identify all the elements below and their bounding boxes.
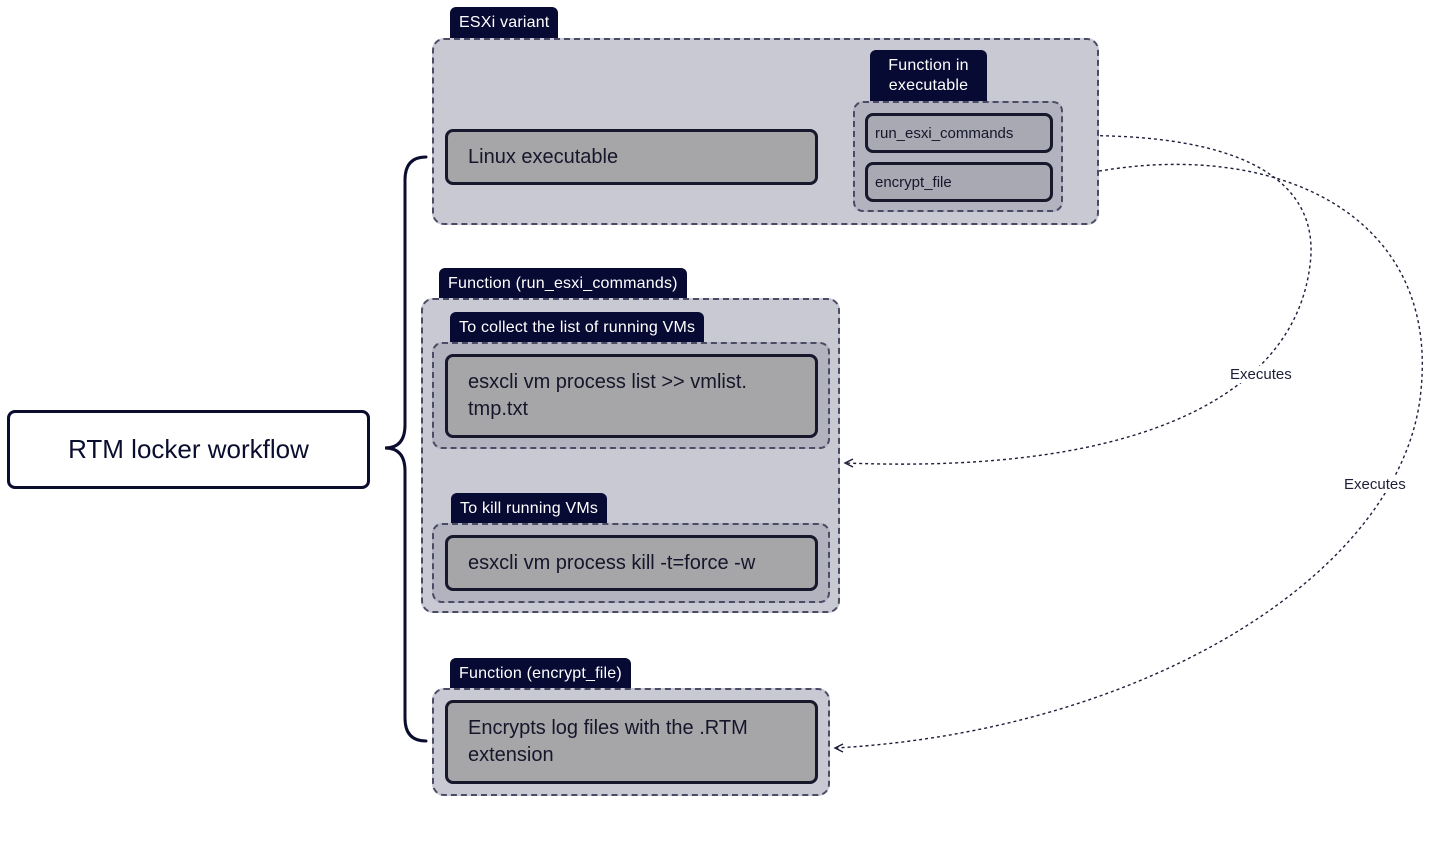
encrypt-file-tab: Function (encrypt_file) bbox=[450, 658, 631, 690]
linux-executable-label: Linux executable bbox=[468, 145, 619, 168]
encrypt-file-description-line1: Encrypts log files with the .RTM bbox=[468, 717, 748, 739]
executes-arrow-encrypt bbox=[835, 163, 1423, 749]
kill-vms-tab-label: To kill running VMs bbox=[460, 500, 599, 517]
encrypt-file-description-line2: extension bbox=[468, 744, 554, 766]
executes-arrow-head-1 bbox=[843, 458, 854, 468]
encrypt-file-description-box: Encrypts log files with the .RTM extensi… bbox=[445, 700, 818, 784]
linux-executable-box: Linux executable bbox=[445, 129, 818, 185]
executes-label-1: Executes bbox=[1228, 366, 1294, 383]
collect-vms-command-line2: tmp.txt bbox=[468, 398, 529, 420]
collect-vms-tab: To collect the list of running VMs bbox=[450, 312, 705, 344]
function-in-executable-tab: Function in executable bbox=[870, 50, 987, 102]
function-in-executable-tab-line2: executable bbox=[888, 77, 969, 94]
function-run-esxi-commands: run_esxi_commands bbox=[865, 113, 1053, 153]
collect-vms-tab-label: To collect the list of running VMs bbox=[459, 319, 696, 336]
esxi-variant-tab-label: ESXi variant bbox=[459, 14, 550, 31]
function-run-esxi-commands-label: run_esxi_commands bbox=[875, 124, 1014, 142]
function-encrypt-file: encrypt_file bbox=[865, 162, 1053, 202]
function-encrypt-file-label: encrypt_file bbox=[875, 173, 952, 191]
esxi-variant-tab: ESXi variant bbox=[450, 7, 559, 39]
executes-arrow-run-esxi bbox=[845, 134, 1312, 465]
root-label: RTM locker workflow bbox=[68, 434, 309, 464]
kill-vms-command-box: esxcli vm process kill -t=force -w bbox=[445, 535, 818, 591]
executes-label-2: Executes bbox=[1342, 476, 1408, 493]
collect-vms-command-box: esxcli vm process list >> vmlist. tmp.tx… bbox=[445, 354, 818, 438]
kill-vms-command-label: esxcli vm process kill -t=force -w bbox=[468, 551, 756, 574]
encrypt-file-tab-label: Function (encrypt_file) bbox=[459, 665, 622, 682]
main-brace bbox=[384, 155, 428, 743]
kill-vms-tab: To kill running VMs bbox=[451, 493, 608, 525]
root-node: RTM locker workflow bbox=[7, 410, 370, 489]
function-in-executable-tab-line1: Function in bbox=[888, 57, 969, 74]
run-esxi-commands-tab-label: Function (run_esxi_commands) bbox=[448, 275, 678, 292]
collect-vms-command-line1: esxcli vm process list >> vmlist. bbox=[468, 371, 747, 393]
run-esxi-commands-tab: Function (run_esxi_commands) bbox=[439, 268, 687, 300]
executes-arrow-head-2 bbox=[833, 743, 844, 753]
